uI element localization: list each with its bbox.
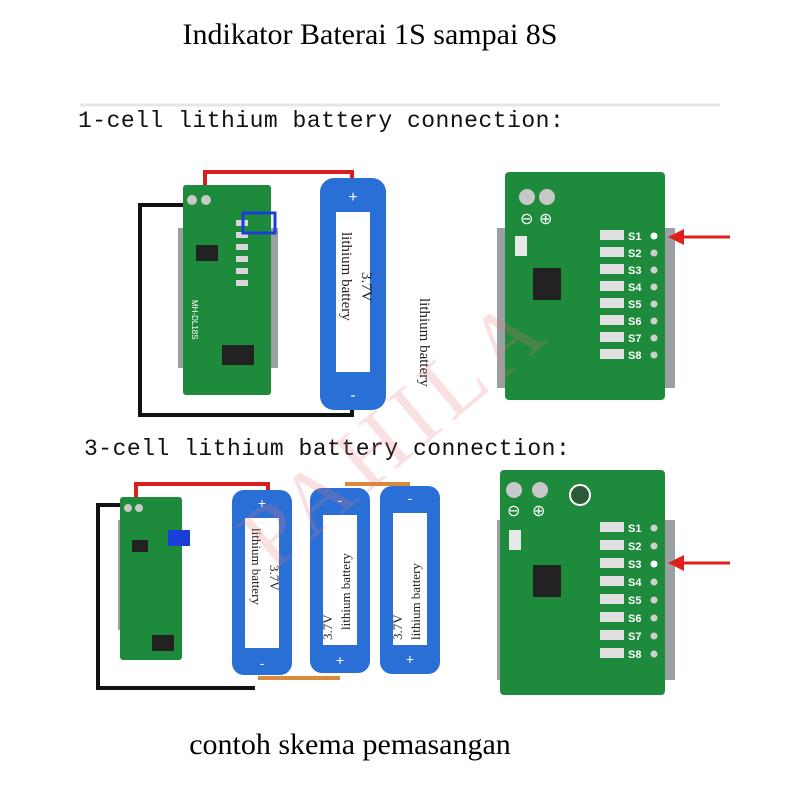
resistor-pad (600, 315, 624, 325)
resistor-pad (600, 612, 624, 622)
resistor-pad (600, 630, 624, 640)
module-model-label: MH-DL18S (190, 300, 199, 340)
resistor-pad (600, 540, 624, 550)
resistor-pad (600, 594, 624, 604)
battery-2b-voltage: 3.7V (320, 614, 335, 640)
battery-2a-voltage: 3.7V (267, 565, 282, 591)
terminal-label-s5: S5 (628, 595, 641, 607)
battery-2b-label: lithium battery (338, 553, 353, 630)
terminal-label-s4: S4 (628, 577, 642, 589)
terminal-label-s1: S1 (628, 231, 641, 243)
section2-heading: 3-cell lithium battery connection: (84, 436, 571, 462)
resistor-pad (600, 648, 624, 658)
section1-heading: 1-cell lithium battery connection: (78, 108, 565, 134)
arrow-s1 (668, 229, 730, 245)
terminal-pin-s5 (650, 596, 658, 604)
svg-text:-: - (338, 492, 343, 508)
resistor-pad (600, 281, 624, 291)
terminal-pin-s1 (650, 232, 658, 240)
page-title: Indikator Baterai 1S sampai 8S (182, 18, 558, 51)
terminal-pin-s4 (650, 283, 658, 291)
battery-2c-label: lithium battery (408, 563, 423, 640)
battery-2a-label: lithium battery (249, 528, 264, 605)
red-wire-2 (134, 482, 270, 505)
terminal-pin-s2 (650, 249, 658, 257)
resistor-pad (600, 298, 624, 308)
svg-text:⊖: ⊖ (507, 501, 520, 520)
terminal-pin-s5 (650, 300, 658, 308)
battery-2a: + - (232, 490, 292, 675)
terminal-label-s6: S6 (628, 613, 641, 625)
svg-text:-: - (350, 387, 355, 404)
resistor-pad (600, 247, 624, 257)
terminal-label-s4: S4 (628, 282, 642, 294)
svg-text:⊖: ⊖ (520, 209, 533, 228)
svg-text:+: + (406, 651, 414, 667)
indicator-module-2 (118, 497, 190, 660)
terminal-label-s7: S7 (628, 631, 641, 643)
terminal-label-s5: S5 (628, 299, 641, 311)
svg-text:-: - (408, 490, 413, 506)
terminal-pin-s2 (650, 542, 658, 550)
svg-text:⊕: ⊕ (532, 501, 545, 520)
terminal-pin-s6 (650, 614, 658, 622)
terminal-label-s8: S8 (628, 649, 641, 661)
battery-1: + - lithium battery (320, 178, 432, 410)
terminal-label-s6: S6 (628, 316, 641, 328)
terminal-label-s2: S2 (628, 541, 641, 553)
indicator-module-1: MH-DL18S (178, 185, 278, 395)
resistor-pad (600, 230, 624, 240)
terminal-pin-s4 (650, 578, 658, 586)
battery-2c-voltage: 3.7V (390, 614, 405, 640)
resistor-pad (600, 264, 624, 274)
terminal-pin-s8 (650, 650, 658, 658)
svg-text:-: - (260, 655, 265, 671)
svg-text:⊕: ⊕ (539, 209, 552, 228)
resistor-pad (600, 558, 624, 568)
svg-text:lithium battery: lithium battery (416, 298, 432, 387)
terminal-label-s8: S8 (628, 350, 641, 362)
black-wire-2 (96, 503, 255, 690)
resistor-pad (600, 349, 624, 359)
terminal-pin-s3 (650, 560, 658, 568)
resistor-pad (600, 332, 624, 342)
terminal-pin-s7 (650, 632, 658, 640)
terminal-label-s3: S3 (628, 265, 641, 277)
terminal-pin-s7 (650, 334, 658, 342)
closeup-board-2: ⊖ ⊕ (497, 470, 675, 695)
arrow-s3 (668, 555, 730, 571)
terminal-label-s7: S7 (628, 333, 641, 345)
battery-2b: - + (310, 488, 370, 673)
battery-1-label: lithium battery (338, 232, 354, 321)
terminal-pin-s1 (650, 524, 658, 532)
terminal-label-s2: S2 (628, 248, 641, 260)
svg-text:+: + (258, 495, 266, 511)
battery-2c: - + (380, 486, 440, 674)
terminal-pin-s3 (650, 266, 658, 274)
svg-text:+: + (348, 189, 357, 206)
closeup-board-1: ⊖ ⊕ (497, 172, 675, 400)
resistor-pad (600, 522, 624, 532)
footer-caption: contoh skema pemasangan (189, 728, 511, 761)
terminal-label-s1: S1 (628, 523, 641, 535)
resistor-pad (600, 576, 624, 586)
battery-1-voltage: 3.7V (358, 272, 374, 302)
terminal-pin-s6 (650, 317, 658, 325)
terminal-pin-s8 (650, 351, 658, 359)
terminal-label-s3: S3 (628, 559, 641, 571)
svg-text:+: + (336, 652, 344, 668)
